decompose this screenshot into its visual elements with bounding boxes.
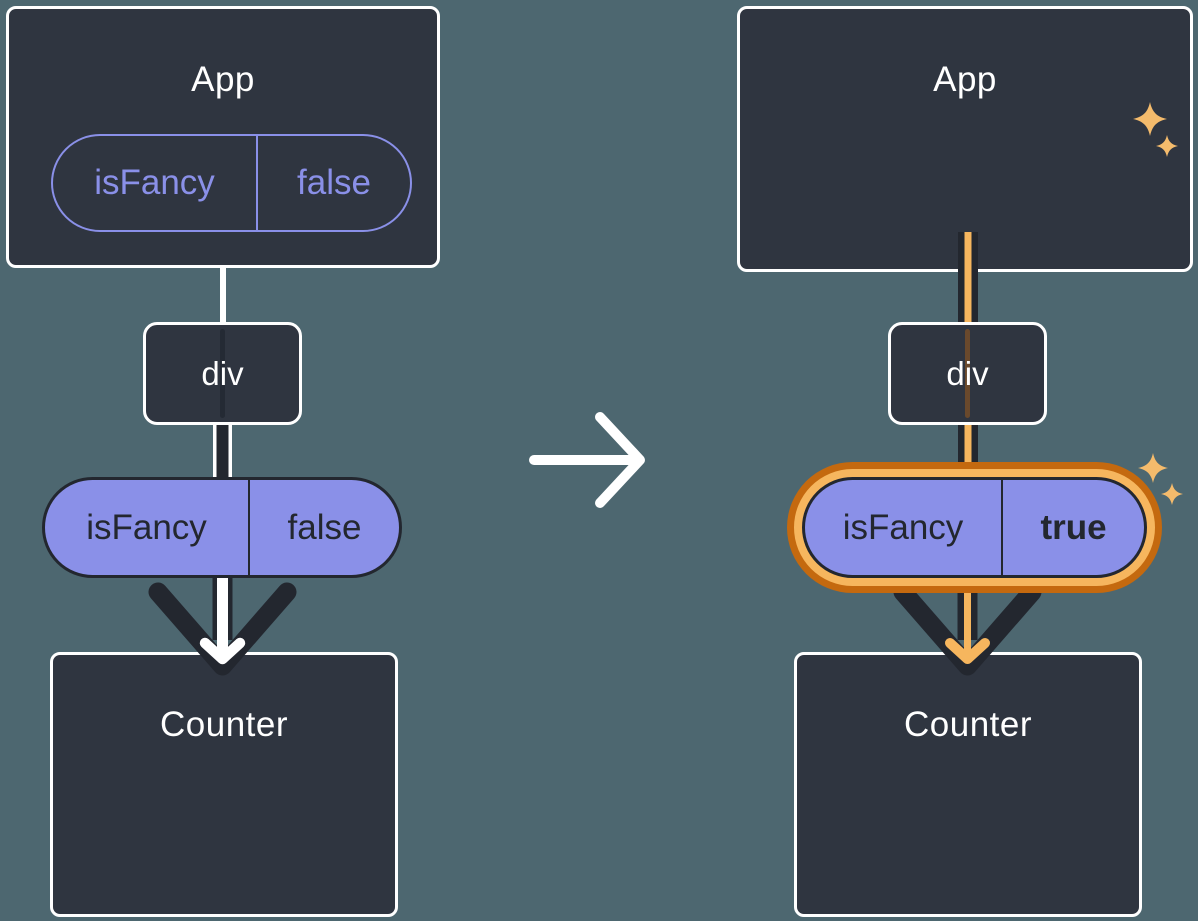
counter-card: Counter count 3 xyxy=(50,652,398,917)
prop-flow-line-app-div xyxy=(219,266,226,324)
passed-prop-pill-highlighted: isFancy true xyxy=(802,477,1147,578)
prop-flow-line-div-pill xyxy=(213,425,232,478)
sparkle-icon xyxy=(1138,453,1168,483)
div-node: div xyxy=(143,322,302,425)
prop-name: isFancy xyxy=(86,507,207,547)
prop-value: false xyxy=(256,136,410,230)
app-title: App xyxy=(933,60,997,99)
div-label: div xyxy=(201,354,244,392)
prop-value: false xyxy=(248,480,399,575)
passed-prop-pill: isFancy false xyxy=(42,477,402,578)
div-label: div xyxy=(946,354,989,392)
flow-arrow-icon xyxy=(893,566,1042,676)
div-node: div xyxy=(888,322,1047,425)
prop-flow-line-div-pill xyxy=(958,425,978,466)
app-title: App xyxy=(191,60,255,99)
counter-card: Counter count 3 xyxy=(794,652,1142,917)
prop-flow-line-through-div xyxy=(965,329,970,418)
app-card: App isFancy false xyxy=(6,6,440,268)
transition-arrow-icon xyxy=(529,412,645,508)
prop-flow-line-through-div xyxy=(220,329,225,418)
flow-arrow-icon xyxy=(148,566,297,676)
sparkle-icon xyxy=(1156,135,1178,157)
prop-name: isFancy xyxy=(842,507,964,547)
app-card: App isFancy true xyxy=(737,6,1193,272)
sparkle-icon xyxy=(1133,102,1167,136)
app-prop-pill: isFancy false xyxy=(51,134,412,232)
prop-name: isFancy xyxy=(94,163,215,202)
sparkle-icon xyxy=(1161,483,1183,505)
counter-title: Counter xyxy=(903,705,1033,744)
counter-title: Counter xyxy=(159,705,289,744)
prop-value: true xyxy=(1001,480,1144,575)
prop-flow-line-app-div xyxy=(958,232,978,324)
